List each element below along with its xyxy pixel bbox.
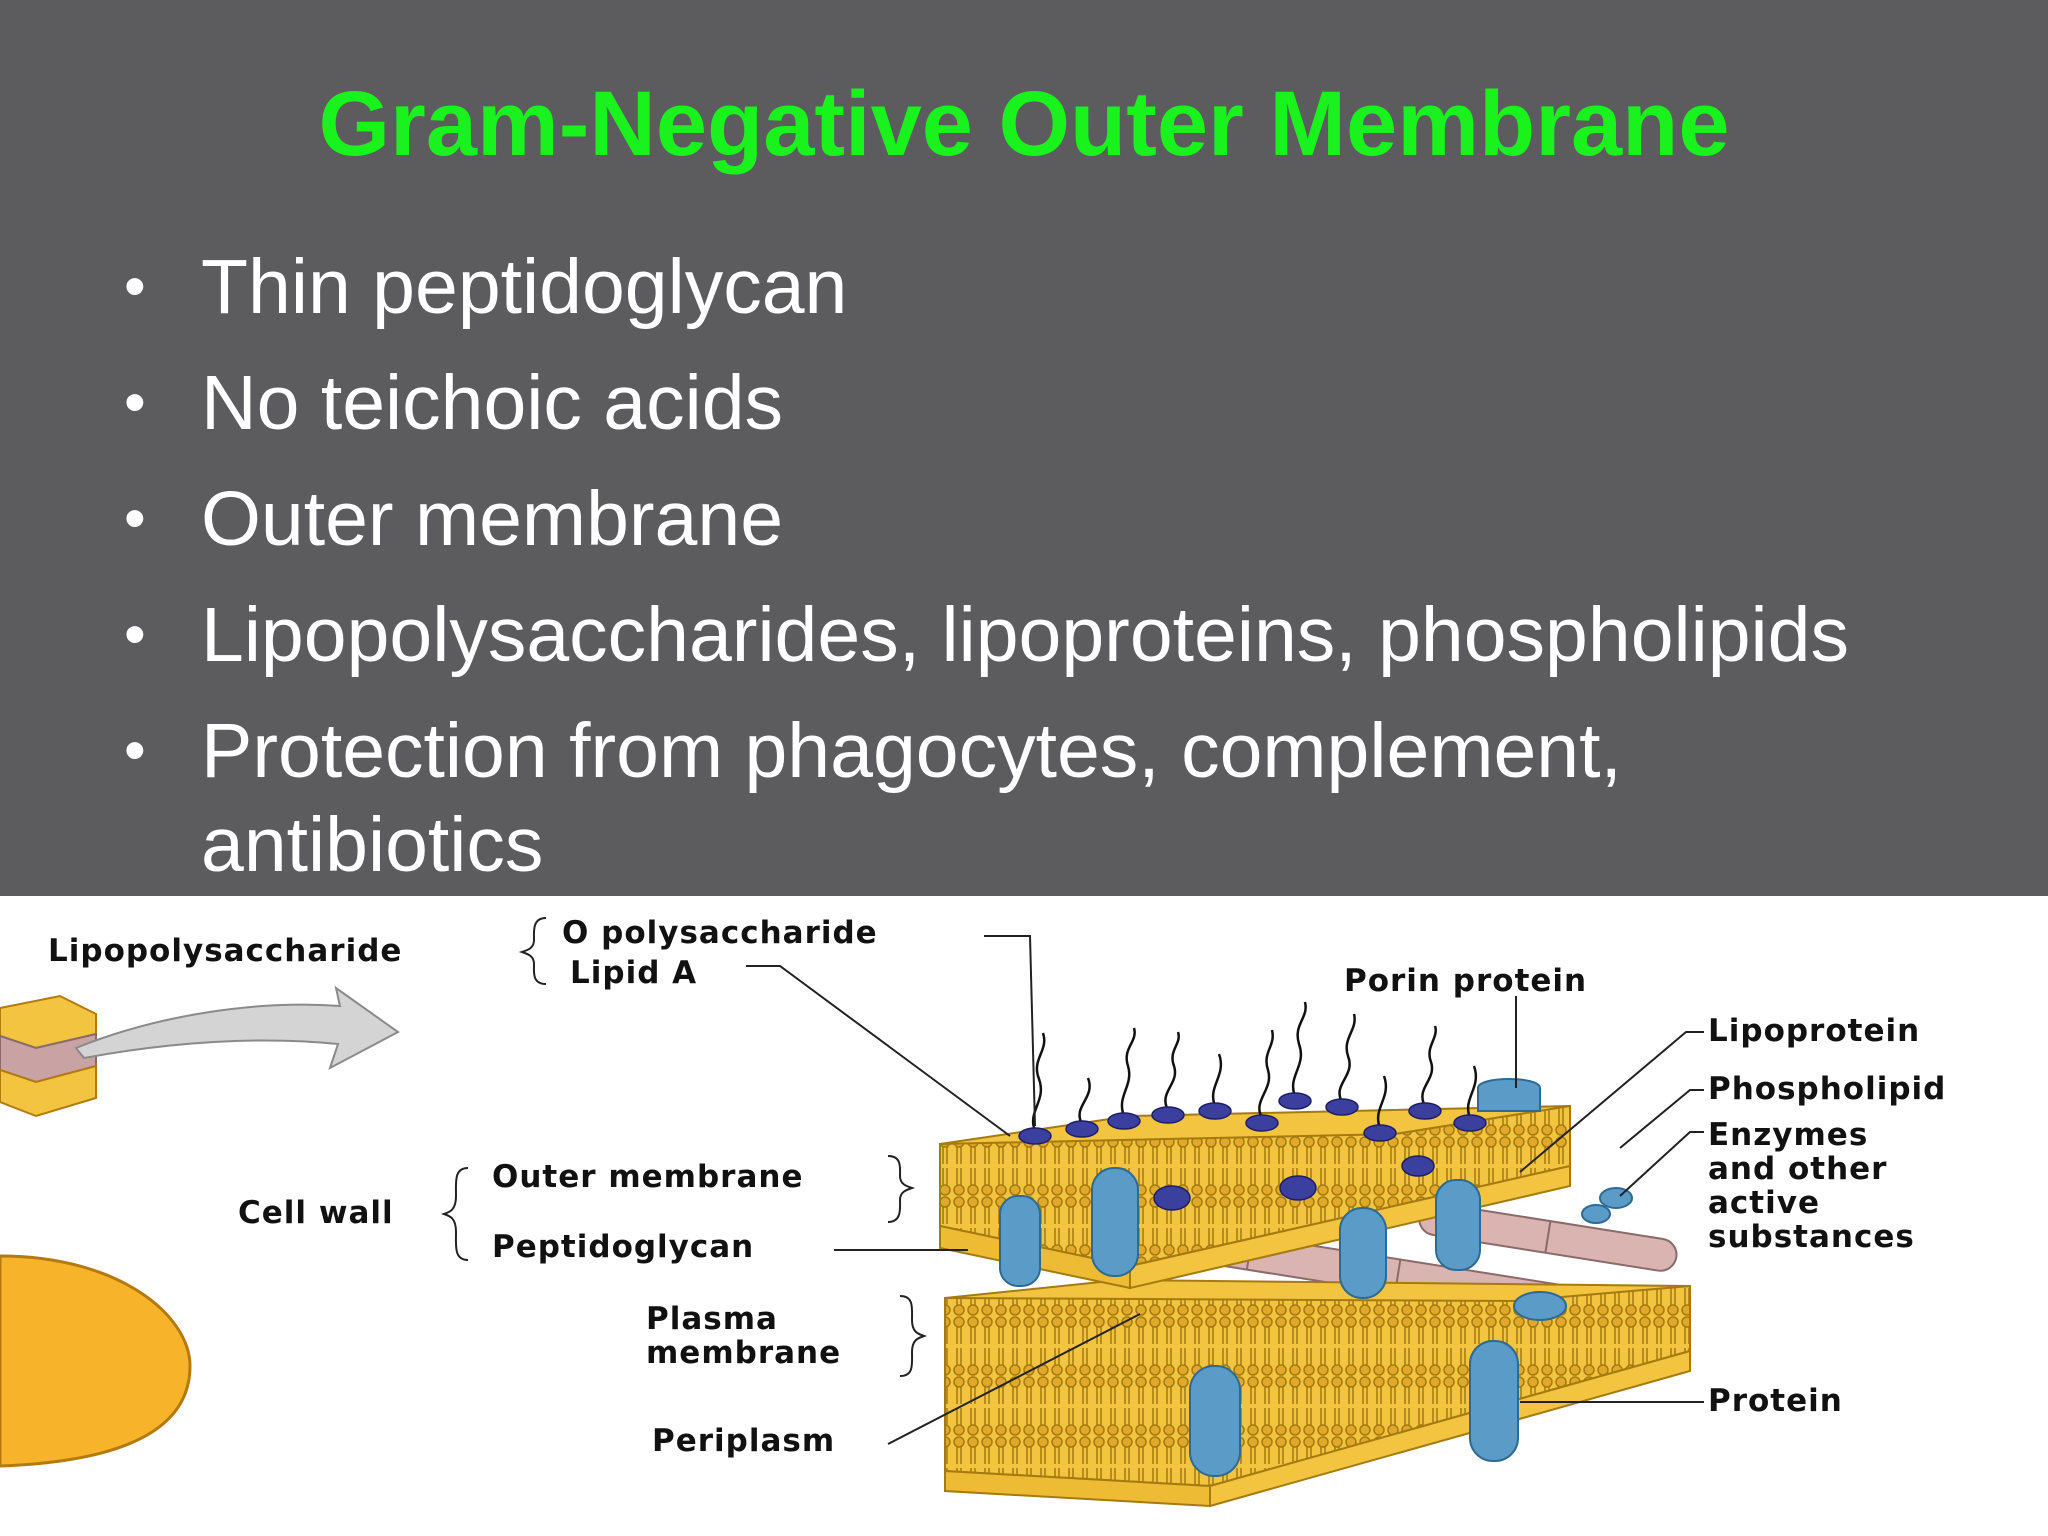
membrane-diagram-graphic xyxy=(0,917,1704,1508)
bullet-item: • Outer membrane xyxy=(124,472,1984,566)
label-plasma-membrane: Plasma membrane xyxy=(646,1301,842,1371)
bullet-item: • Lipopolysaccharides, lipoproteins, pho… xyxy=(124,588,1984,682)
bullet-text: Protection from phagocytes, complement, … xyxy=(201,708,1622,888)
bullet-icon: • xyxy=(124,368,146,437)
label-outer-membrane: Outer membrane xyxy=(492,1159,804,1195)
bullet-list: • Thin peptidoglycan • No teichoic acids… xyxy=(124,240,1984,914)
label-phospholipid: Phospholipid xyxy=(1708,1071,1947,1107)
plasma-membrane-layer xyxy=(944,1278,1691,1508)
label-lipid-a: Lipid A xyxy=(570,955,698,991)
bullet-icon: • xyxy=(124,252,146,321)
label-porin-protein: Porin protein xyxy=(1344,963,1588,999)
bullet-icon: • xyxy=(124,716,146,785)
label-leader-lines xyxy=(440,917,1704,1445)
bullet-item: • No teichoic acids xyxy=(124,356,1984,450)
bullet-text: No teichoic acids xyxy=(201,360,784,446)
label-lipoprotein: Lipoprotein xyxy=(1708,1013,1921,1049)
bullet-icon: • xyxy=(124,600,146,669)
lipopolysaccharide-heads xyxy=(1018,1092,1487,1211)
outer-membrane-layer xyxy=(939,1078,1633,1299)
label-lipopolysaccharide: Lipopolysaccharide xyxy=(48,933,403,969)
label-periplasm: Periplasm xyxy=(652,1423,836,1459)
cell-illustration xyxy=(0,985,400,1468)
label-cell-wall: Cell wall xyxy=(238,1195,394,1231)
label-o-polysaccharide: O polysaccharide xyxy=(562,915,878,951)
slide-title: Gram-Negative Outer Membrane xyxy=(318,73,1730,175)
membrane-diagram: Lipopolysaccharide O polysaccharide Lipi… xyxy=(0,896,2048,1536)
label-peptidoglycan: Peptidoglycan xyxy=(492,1229,755,1265)
bullet-text: Outer membrane xyxy=(201,476,784,562)
label-protein: Protein xyxy=(1708,1383,1843,1419)
bullet-text: Thin peptidoglycan xyxy=(201,244,848,330)
label-enzymes: Enzymes and other active substances xyxy=(1708,1117,1915,1255)
lipopolysaccharide-chains xyxy=(1031,1001,1478,1132)
bullet-icon: • xyxy=(124,484,146,553)
bullet-text: Lipopolysaccharides, lipoproteins, phosp… xyxy=(201,592,1849,678)
bullet-item: • Protection from phagocytes, complement… xyxy=(124,704,1984,892)
bullet-item: • Thin peptidoglycan xyxy=(124,240,1984,334)
